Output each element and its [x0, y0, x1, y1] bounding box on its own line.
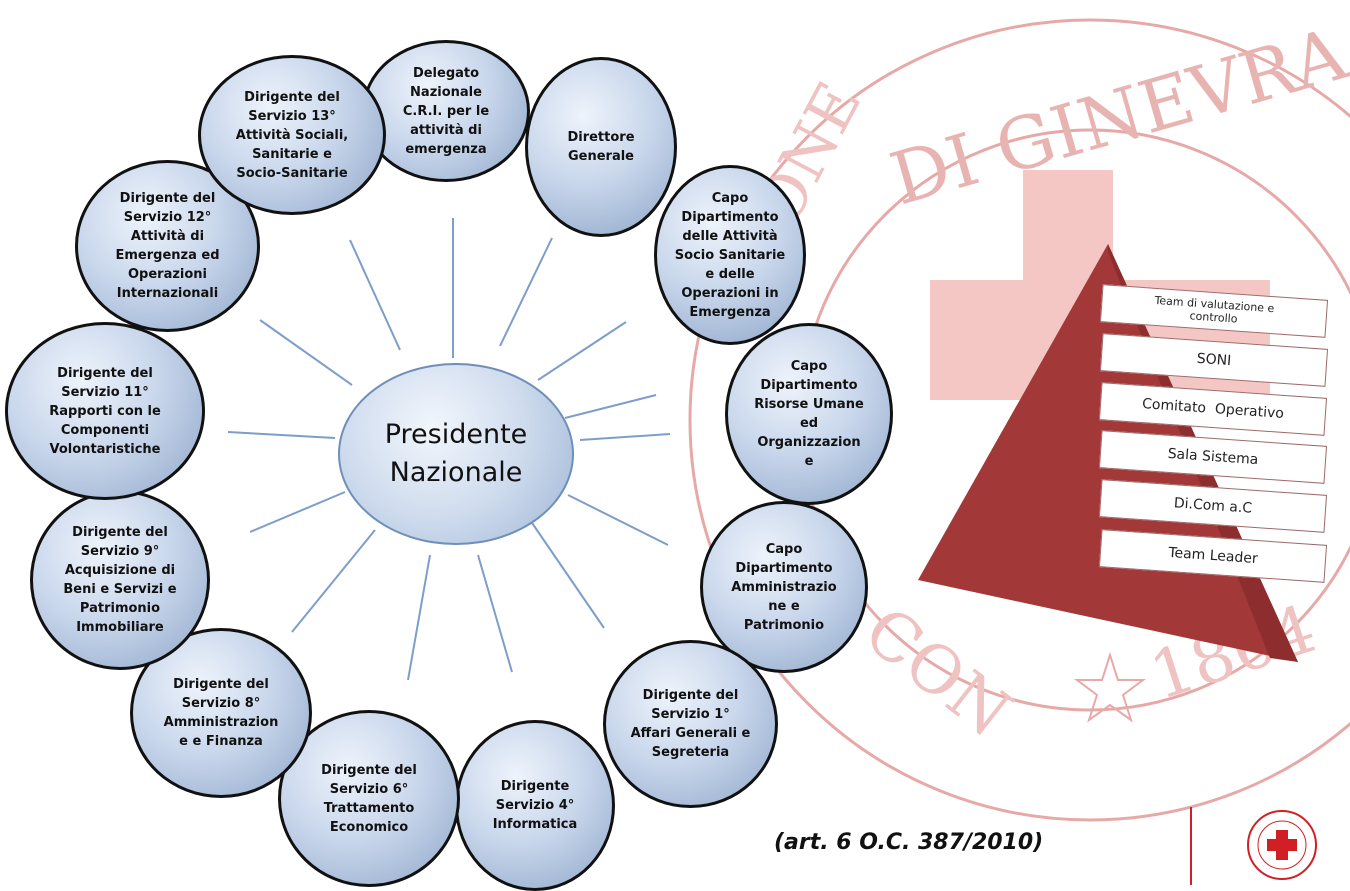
pyramid-level-sala-sistema-label: Sala Sistema: [1167, 445, 1259, 469]
node-servizio-6: Dirigente del Servizio 6° Trattamento Ec…: [278, 710, 460, 887]
node-capo-socio-sanitarie-label: Capo Dipartimento delle Attività Socio S…: [674, 190, 786, 320]
node-servizio-13: Dirigente del Servizio 13° Attività Soci…: [198, 55, 386, 215]
node-servizio-4-label: Dirigente Servizio 4° Informatica: [492, 779, 578, 832]
node-capo-risorse-umane-label: Capo Dipartimento Risorse Umane ed Organ…: [754, 359, 864, 469]
node-direttore-label: Direttore Generale: [567, 130, 635, 164]
node-servizio-13-label: Dirigente del Servizio 13° Attività Soci…: [235, 89, 349, 181]
node-delegato-label: Delegato Nazionale C.R.I. per le attivit…: [402, 65, 490, 157]
presidente-nazionale-node: Presidente Nazionale: [338, 363, 574, 545]
pyramid-level-team-leader-label: Team Leader: [1167, 544, 1259, 568]
node-servizio-8-label: Dirigente del Servizio 8° Amministrazion…: [163, 677, 279, 749]
node-servizio-4: Dirigente Servizio 4° Informatica: [455, 720, 615, 891]
node-direttore: Direttore Generale: [525, 57, 677, 237]
cri-logo: [1190, 807, 1317, 885]
node-servizio-11: Dirigente del Servizio 11° Rapporti con …: [5, 322, 205, 500]
node-capo-amministrazione-label: Capo Dipartimento Amministrazio ne e Pat…: [731, 541, 837, 633]
pyramid-level-team-valutazione-label: Team di valutazione e controllo: [1154, 293, 1275, 326]
node-servizio-6-label: Dirigente del Servizio 6° Trattamento Ec…: [321, 762, 417, 835]
node-capo-socio-sanitarie: Capo Dipartimento delle Attività Socio S…: [654, 165, 806, 345]
node-servizio-1: Dirigente del Servizio 1° Affari General…: [603, 640, 778, 808]
node-servizio-12-label: Dirigente del Servizio 12° Attività di E…: [115, 191, 220, 301]
connector-lines: [227, 218, 671, 681]
node-servizio-9: Dirigente del Servizio 9° Acquisizione d…: [30, 490, 210, 670]
node-servizio-9-label: Dirigente del Servizio 9° Acquisizione d…: [63, 525, 177, 635]
pyramid-level-dicomac-label: Di.Com a.C: [1173, 495, 1253, 517]
pyramid-level-comitato-operativo-label: Comitato Operativo: [1141, 396, 1285, 422]
node-delegato: Delegato Nazionale C.R.I. per le attivit…: [362, 40, 530, 182]
node-capo-risorse-umane: Capo Dipartimento Risorse Umane ed Organ…: [725, 323, 893, 505]
presidente-nazionale-label: Presidente Nazionale: [384, 419, 528, 488]
node-servizio-1-label: Dirigente del Servizio 1° Affari General…: [630, 688, 751, 760]
pyramid-level-soni-label: SONI: [1196, 350, 1232, 370]
citation-text: (art. 6 O.C. 387/2010): [774, 830, 1044, 855]
node-capo-amministrazione: Capo Dipartimento Amministrazio ne e Pat…: [700, 501, 868, 673]
node-servizio-11-label: Dirigente del Servizio 11° Rapporti con …: [49, 365, 161, 457]
svg-text:DI GINEVRA: DI GINEVRA: [882, 11, 1350, 221]
